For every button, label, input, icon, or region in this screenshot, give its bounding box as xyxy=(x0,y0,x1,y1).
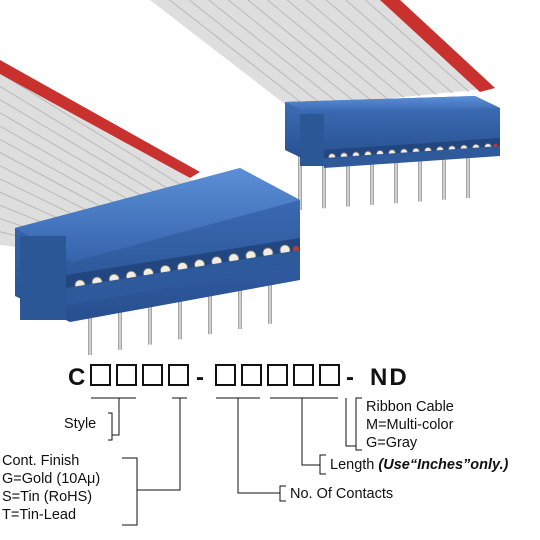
ribbon-conductor xyxy=(169,0,307,107)
slot-group-1 xyxy=(90,364,189,386)
ribbon-conductor xyxy=(0,99,167,200)
ribbon-conductor xyxy=(365,0,470,92)
ribbon-conductor xyxy=(325,0,437,95)
length-label-text: Length xyxy=(330,457,378,473)
cable-option-gray: G=Gray xyxy=(366,435,418,451)
part-dash-1: - xyxy=(196,364,204,391)
connector-right xyxy=(285,96,500,210)
cable-title: Ribbon Cable xyxy=(366,399,454,415)
finish-option-gold: G=Gold (10Aμ) xyxy=(2,471,100,487)
slot-box xyxy=(90,364,111,386)
slot-box xyxy=(168,364,189,386)
cable-bracket xyxy=(355,397,362,451)
ribbon-conductor xyxy=(0,112,156,205)
pin xyxy=(208,279,212,335)
ribbon-conductor xyxy=(208,0,340,104)
finish-legend: Cont. Finish G=Gold (10Aμ) S=Tin (RoHS) … xyxy=(2,453,100,523)
contacts-label: No. Of Contacts xyxy=(290,486,393,502)
pin xyxy=(268,268,272,324)
slot-box xyxy=(116,364,137,386)
slot-box xyxy=(267,364,288,386)
pin xyxy=(298,155,302,210)
slot-box xyxy=(293,364,314,386)
ribbon-conductor xyxy=(0,72,189,191)
pin xyxy=(466,143,470,199)
contacts-bracket xyxy=(279,485,286,502)
ribbon-conductor xyxy=(306,0,421,97)
finish-option-tin-lead: T=Tin-Lead xyxy=(2,507,76,523)
pin xyxy=(88,300,92,355)
part-prefix: C xyxy=(68,364,85,391)
brackets xyxy=(108,397,362,526)
ribbon-conductor xyxy=(0,125,144,209)
pin xyxy=(346,151,350,207)
pin xyxy=(418,146,422,202)
cable-legend: Ribbon Cable M=Multi-color G=Gray xyxy=(366,399,454,451)
ribbon-conductor xyxy=(267,0,388,100)
part-dash-2: - xyxy=(346,364,354,391)
ribbon-conductor xyxy=(228,0,356,103)
ribbon-conductor xyxy=(247,0,372,101)
slot-box xyxy=(215,364,236,386)
finish-bracket xyxy=(122,457,138,526)
pin xyxy=(442,144,446,200)
ribbon-conductor xyxy=(345,0,453,94)
slot-box xyxy=(241,364,262,386)
pin xyxy=(178,284,182,340)
ribbon-conductor xyxy=(0,138,133,214)
pin xyxy=(394,148,398,204)
slot-box xyxy=(142,364,163,386)
ribbon-conductor xyxy=(286,0,405,98)
length-label: Length (Use“Inches”only.) xyxy=(330,457,509,473)
part-suffix: ND xyxy=(370,364,409,391)
length-bracket xyxy=(319,454,326,475)
pin xyxy=(148,289,152,345)
slot-box xyxy=(319,364,340,386)
ribbon-cable-upper xyxy=(150,0,495,108)
pin xyxy=(322,153,326,209)
part-number: C - - ND xyxy=(68,364,409,391)
pin xyxy=(118,294,122,350)
slot-group-2 xyxy=(215,364,340,386)
leader-lines xyxy=(91,397,356,494)
cable-option-multicolor: M=Multi-color xyxy=(366,417,454,433)
finish-title: Cont. Finish xyxy=(2,453,79,469)
connector-left xyxy=(15,168,300,355)
finish-option-tin: S=Tin (RoHS) xyxy=(2,489,92,505)
pin xyxy=(238,274,242,329)
length-note: (Use“Inches”only.) xyxy=(378,457,508,473)
style-bracket xyxy=(108,412,113,441)
ribbon-conductor xyxy=(188,0,323,106)
style-label: Style xyxy=(64,416,96,432)
ribbon-conductor xyxy=(0,86,178,195)
pin xyxy=(370,149,374,205)
